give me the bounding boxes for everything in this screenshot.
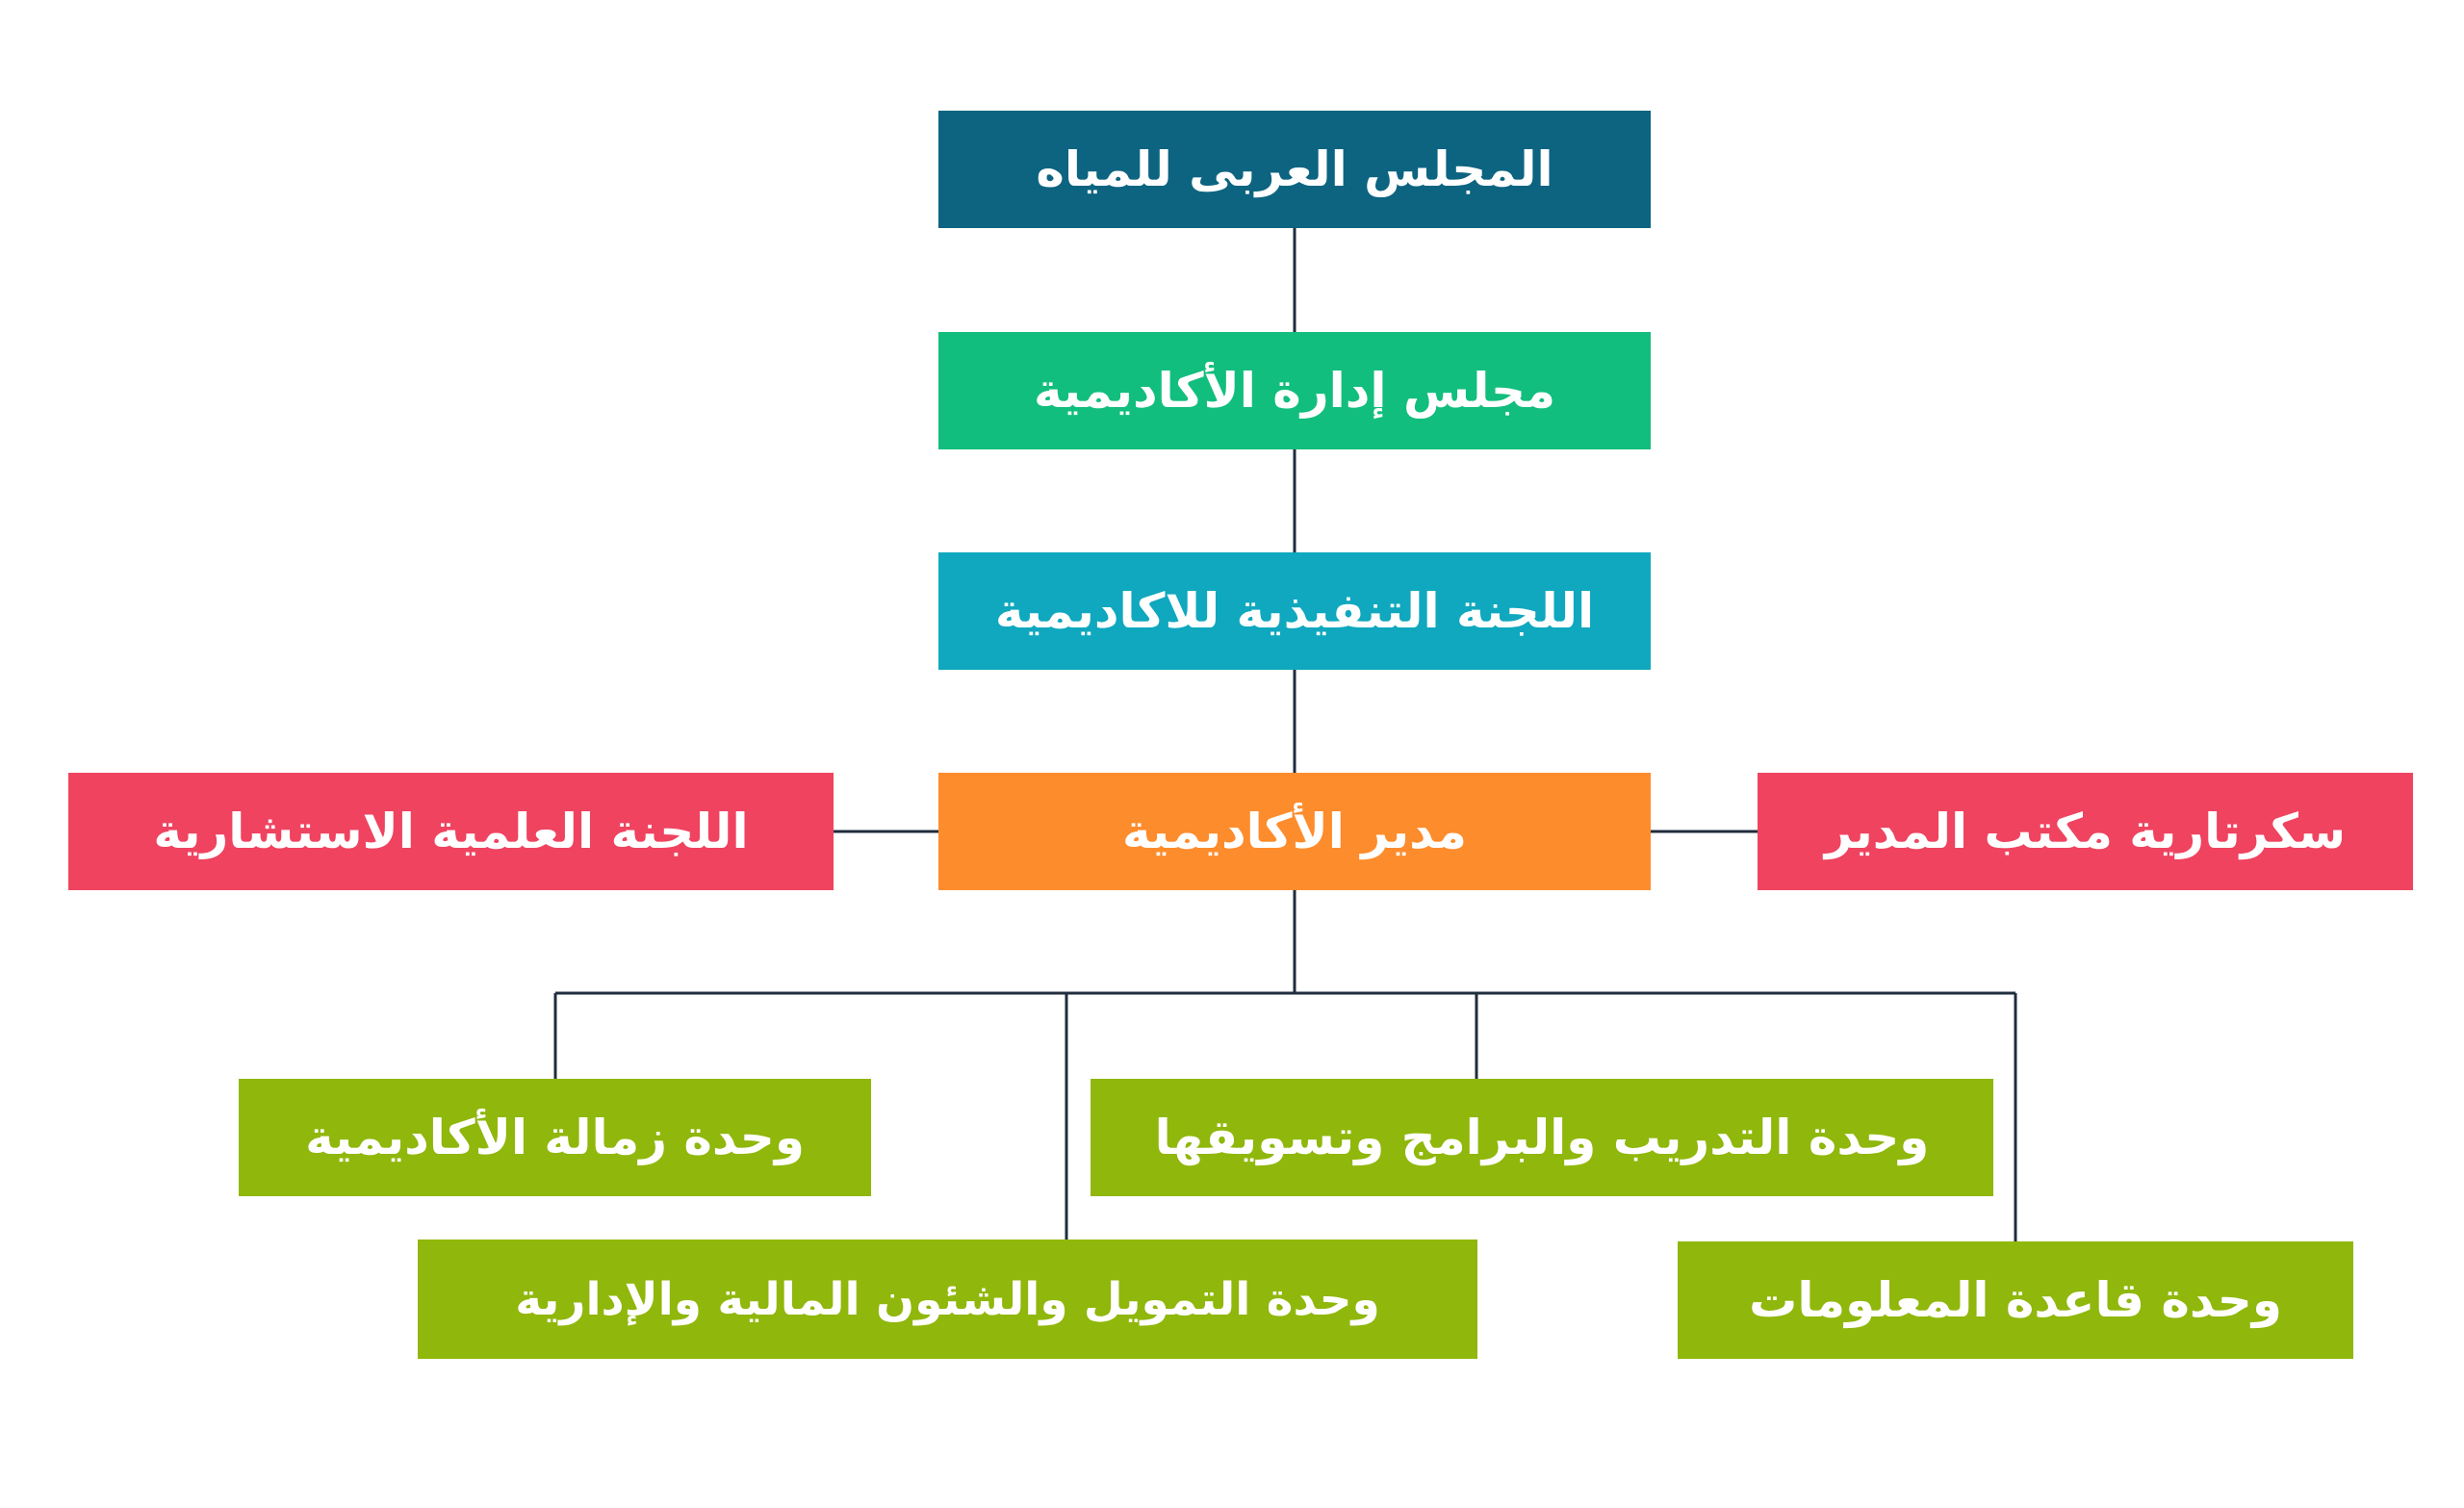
academy-director-label: مدير الأكاديمية: [1121, 804, 1468, 859]
scientific-advisory-committee-box: اللجنة العلمية الاستشارية: [68, 773, 834, 890]
board-of-directors-box: مجلس إدارة الأكاديمية: [938, 332, 1651, 449]
arab-water-council-label: المجلس العربى للمياه: [1036, 141, 1553, 197]
director-office-secretariat-box: سكرتارية مكتب المدير: [1758, 773, 2413, 890]
finance-admin-unit-box: وحدة التمويل والشئون المالية والإدارية: [418, 1240, 1477, 1359]
training-programs-unit-box: وحدة التدريب والبرامج وتسويقها: [1091, 1079, 1993, 1196]
training-programs-unit-label: وحدة التدريب والبرامج وتسويقها: [1154, 1110, 1930, 1165]
information-database-unit-label: وحدة قاعدة المعلومات: [1749, 1272, 2282, 1328]
academy-fellowship-unit-box: وحدة زمالة الأكاديمية: [239, 1079, 871, 1196]
director-office-secretariat-label: سكرتارية مكتب المدير: [1824, 804, 2347, 859]
arab-water-council-box: المجلس العربى للمياه: [938, 111, 1651, 228]
executive-committee-box: اللجنة التنفيذية للاكاديمية: [938, 552, 1651, 670]
scientific-advisory-committee-label: اللجنة العلمية الاستشارية: [153, 804, 749, 859]
academy-fellowship-unit-label: وحدة زمالة الأكاديمية: [305, 1110, 805, 1165]
executive-committee-label: اللجنة التنفيذية للاكاديمية: [994, 583, 1595, 639]
finance-admin-unit-label: وحدة التمويل والشئون المالية والإدارية: [515, 1272, 1380, 1326]
academy-director-box: مدير الأكاديمية: [938, 773, 1651, 890]
board-of-directors-label: مجلس إدارة الأكاديمية: [1033, 363, 1556, 419]
information-database-unit-box: وحدة قاعدة المعلومات: [1678, 1241, 2353, 1359]
